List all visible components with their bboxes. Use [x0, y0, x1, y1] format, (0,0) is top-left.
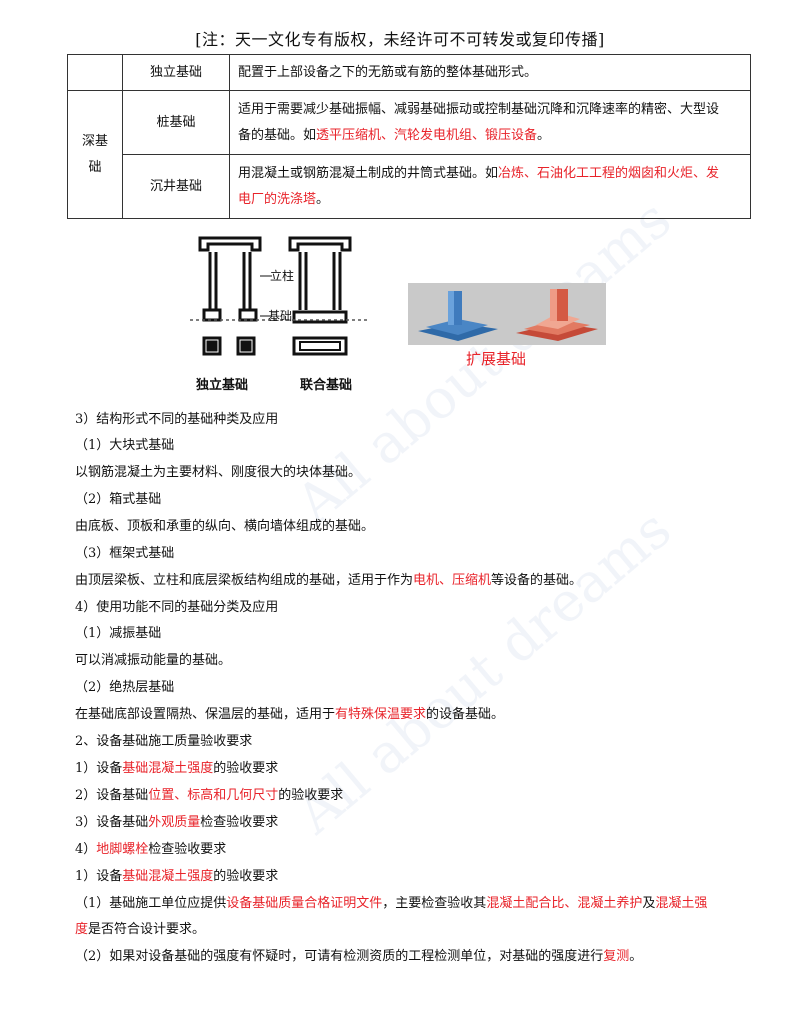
table-cell: 用混凝土或钢筋混凝土制成的井筒式基础。如冶炼、石油化工工程的烟囱和火炬、发 电厂…: [229, 154, 751, 219]
caption-expanded: 扩展基础: [466, 350, 527, 368]
paragraph: 以钢筋混凝土为主要材料、刚度很大的块体基础。: [75, 465, 362, 480]
expanded-foundation-image: [408, 283, 606, 345]
list-item: 4）地脚螺栓检查验收要求: [75, 842, 227, 857]
table-cell: 独立基础: [122, 54, 230, 91]
subheading: （1）大块式基础: [75, 438, 175, 453]
subheading: （2）箱式基础: [75, 492, 162, 507]
subheading: （1）减振基础: [75, 626, 162, 641]
subheading: （3）框架式基础: [75, 546, 175, 561]
list-item: 1）设备基础混凝土强度的验收要求: [75, 761, 279, 776]
heading: 2、设备基础施工质量验收要求: [75, 734, 253, 749]
table-cell: [67, 54, 123, 91]
cell-text: 用混凝土或钢筋混凝土制成的井筒式基础。如冶炼、石油化工工程的烟囱和火炬、发: [238, 165, 720, 181]
table-row: 深基础 桩基础 适用于需要减少基础振幅、减弱基础振动或控制基础沉降和沉降速率的精…: [67, 90, 751, 219]
paragraph: 可以消减振动能量的基础。: [75, 653, 232, 668]
table-cell: 适用于需要减少基础振幅、减弱基础振动或控制基础沉降和沉降速率的精密、大型设 备的…: [229, 90, 751, 155]
table-row: 独立基础 配置于上部设备之下的无筋或有筋的整体基础形式。: [67, 54, 751, 91]
cell-text: 电厂的洗涤塔。: [238, 191, 330, 207]
paragraph: 由顶层梁板、立柱和底层梁板结构组成的基础，适用于作为电机、压缩机等设备的基础。: [75, 573, 583, 588]
foundation-table: 独立基础 配置于上部设备之下的无筋或有筋的整体基础形式。 深基础 桩基础 适用于…: [67, 54, 751, 219]
paragraph: 在基础底部设置隔热、保温层的基础，适用于有特殊保温要求的设备基础。: [75, 707, 505, 722]
cell-text: 适用于需要减少基础振幅、减弱基础振动或控制基础沉降和沉降速率的精密、大型设: [238, 101, 720, 117]
label-pillar: 立柱: [270, 269, 295, 283]
list-item: 3）设备基础外观质量检查验收要求: [75, 815, 279, 830]
caption-independent: 独立基础: [196, 378, 249, 393]
foundation-diagram: [190, 236, 370, 356]
subheading: （2）绝热层基础: [75, 680, 175, 695]
cell-text: 备的基础。如透平压缩机、汽轮发电机组、锻压设备。: [238, 127, 551, 143]
table-cell: 配置于上部设备之下的无筋或有筋的整体基础形式。: [229, 54, 751, 91]
table-row: 沉井基础 用混凝土或钢筋混凝土制成的井筒式基础。如冶炼、石油化工工程的烟囱和火炬…: [68, 154, 751, 219]
caption-combined: 联合基础: [300, 378, 353, 393]
paragraph: （2）如果对设备基础的强度有怀疑时，可请有检测资质的工程检测单位，对基础的强度进…: [75, 949, 643, 964]
table-cell-group: 深基础: [67, 90, 123, 219]
list-item: 2）设备基础位置、标高和几何尺寸的验收要求: [75, 788, 344, 803]
watermark: All about dreams: [284, 497, 683, 846]
paragraph: （1）基础施工单位应提供设备基础质量合格证明文件，主要检查验收其混凝土配合比、混…: [75, 896, 708, 911]
page-header: [注：天一文化专有版权，未经许可不可转发或复印传播]: [195, 30, 605, 49]
heading: 4）使用功能不同的基础分类及应用: [75, 600, 279, 615]
heading: 1）设备基础混凝土强度的验收要求: [75, 869, 279, 884]
table-cell: 沉井基础: [122, 154, 230, 219]
table-cell: 桩基础: [122, 90, 230, 155]
heading: 3）结构形式不同的基础种类及应用: [75, 412, 279, 427]
label-base: 基础: [268, 309, 293, 323]
paragraph: 度是否符合设计要求。: [75, 922, 206, 937]
paragraph: 由底板、顶板和承重的纵向、横向墙体组成的基础。: [75, 519, 375, 534]
